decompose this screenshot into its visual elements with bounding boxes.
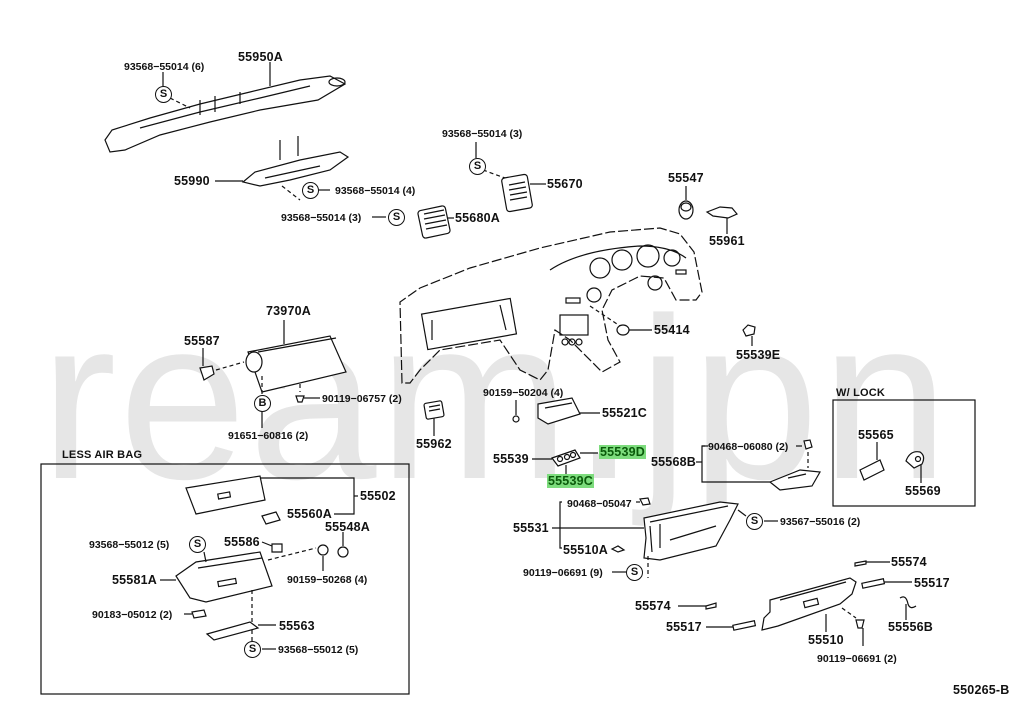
part-label-90119-06757[interactable]: 90119−06757 (2) (322, 393, 402, 405)
part-label-55502[interactable]: 55502 (360, 489, 396, 503)
part-label-55568B[interactable]: 55568B (651, 455, 696, 469)
part-55574-pin-left[interactable] (705, 602, 717, 610)
screw-symbol-icon: S (189, 536, 206, 553)
less-air-bag-box (40, 463, 410, 695)
part-label-55560A[interactable]: 55560A (287, 507, 332, 521)
part-55961-clip[interactable] (705, 206, 738, 219)
part-label-55517-left[interactable]: 55517 (666, 620, 702, 634)
part-label-90119-06691-9[interactable]: 90119−06691 (9) (523, 567, 603, 579)
part-label-55950A[interactable]: 55950A (238, 50, 283, 64)
part-label-93567-55016[interactable]: 93567−55016 (2) (780, 516, 861, 528)
part-55539E-clip[interactable] (742, 324, 756, 337)
screw-symbol-icon: S (302, 182, 319, 199)
part-label-93568-55014-3a[interactable]: 93568−55014 (3) (281, 212, 362, 224)
section-label-with-lock: W/ LOCK (836, 387, 886, 399)
part-label-55548A[interactable]: 55548A (325, 520, 370, 534)
part-label-90159-50268[interactable]: 90159−50268 (4) (287, 574, 368, 586)
part-label-55962[interactable]: 55962 (416, 437, 452, 451)
part-55510-glove-door[interactable] (761, 577, 857, 631)
part-55569-lock-cam[interactable] (905, 451, 925, 469)
section-label-less-air-bag: LESS AIR BAG (62, 449, 143, 461)
part-label-55574-left[interactable]: 55574 (635, 599, 671, 613)
part-55568B-bracket[interactable] (768, 469, 821, 491)
part-90119-06691-screw-b[interactable] (855, 619, 865, 629)
screw-symbol-icon: S (746, 513, 763, 530)
part-55962-switch[interactable] (423, 400, 445, 420)
part-label-55531[interactable]: 55531 (513, 521, 549, 535)
part-90119-06757-bolt[interactable] (295, 395, 305, 403)
part-label-90183-05012[interactable]: 90183−05012 (2) (92, 609, 173, 621)
part-55531-glove-box[interactable] (643, 501, 739, 561)
part-55670-vent[interactable] (501, 173, 533, 213)
part-label-55961[interactable]: 55961 (709, 234, 745, 248)
part-90183-05012-nut[interactable] (191, 609, 207, 619)
part-label-90159-50204[interactable]: 90159−50204 (4) (483, 387, 564, 399)
part-55547-knob[interactable] (678, 200, 694, 220)
part-55539-switch-assembly[interactable] (551, 449, 581, 467)
part-label-55547[interactable]: 55547 (668, 171, 704, 185)
part-90159-50268-screw[interactable] (317, 544, 329, 556)
part-55521C-housing[interactable] (537, 397, 581, 425)
diagram-code: 550265-B (953, 683, 1010, 697)
part-label-55586[interactable]: 55586 (224, 535, 260, 549)
part-label-55569[interactable]: 55569 (905, 484, 941, 498)
part-label-55510[interactable]: 55510 (808, 633, 844, 647)
part-label-93568-55014-4[interactable]: 93568−55014 (4) (335, 185, 416, 197)
part-label-55556B[interactable]: 55556B (888, 620, 933, 634)
part-label-55563[interactable]: 55563 (279, 619, 315, 633)
part-55990-bracket[interactable] (241, 136, 350, 187)
part-label-55539C-highlighted[interactable]: 55539C (547, 474, 594, 488)
part-55581A-housing[interactable] (175, 551, 273, 603)
part-label-91651-60816[interactable]: 91651−60816 (2) (228, 430, 309, 442)
part-55950A-duct[interactable] (104, 75, 347, 153)
part-label-55587[interactable]: 55587 (184, 334, 220, 348)
screw-symbol-icon: S (469, 158, 486, 175)
part-90468-06080-clip[interactable] (803, 439, 813, 450)
part-label-55517-right[interactable]: 55517 (914, 576, 950, 590)
part-55517-hinge-left[interactable] (732, 620, 757, 631)
part-55586-clip[interactable] (271, 543, 283, 553)
screw-symbol-icon: S (244, 641, 261, 658)
part-55502-door[interactable] (185, 475, 266, 515)
part-55414-plug[interactable] (616, 324, 630, 336)
part-label-93568-55012-5a[interactable]: 93568−55012 (5) (89, 539, 170, 551)
part-label-90119-06691-2[interactable]: 90119−06691 (2) (817, 653, 897, 665)
screw-symbol-icon: S (155, 86, 172, 103)
part-label-55581A[interactable]: 55581A (112, 573, 157, 587)
part-55680A-vent[interactable] (417, 205, 451, 239)
part-73970A-airbag[interactable] (245, 335, 347, 393)
part-label-55565[interactable]: 55565 (858, 428, 894, 442)
part-label-55539[interactable]: 55539 (493, 452, 529, 466)
with-lock-box (832, 399, 976, 507)
part-55556B-spring[interactable] (899, 596, 917, 609)
part-label-93568-55014-3b[interactable]: 93568−55014 (3) (442, 128, 523, 140)
part-label-93568-55014-6[interactable]: 93568−55014 (6) (124, 61, 205, 73)
part-label-55990[interactable]: 55990 (174, 174, 210, 188)
part-55563-bracket[interactable] (205, 621, 260, 641)
part-label-55510A[interactable]: 55510A (563, 543, 608, 557)
part-label-55414[interactable]: 55414 (654, 323, 690, 337)
part-label-73970A[interactable]: 73970A (266, 304, 311, 318)
part-label-55574-right[interactable]: 55574 (891, 555, 927, 569)
bolt-symbol-icon: B (254, 395, 271, 412)
part-label-55670[interactable]: 55670 (547, 177, 583, 191)
part-55565-lock-cylinder[interactable] (859, 459, 885, 481)
screw-symbol-icon: S (388, 209, 405, 226)
part-55560A-latch[interactable] (261, 511, 281, 525)
part-label-93568-55012-5b[interactable]: 93568−55012 (5) (278, 644, 359, 656)
part-90159-50204-screw[interactable] (512, 415, 520, 423)
part-label-90468-06080[interactable]: 90468−06080 (2) (708, 441, 789, 453)
part-55574-pin-right[interactable] (854, 560, 867, 567)
screw-symbol-icon: S (626, 564, 643, 581)
part-55587-pin[interactable] (199, 365, 215, 381)
part-label-55539E[interactable]: 55539E (736, 348, 781, 362)
part-instrument-panel[interactable] (399, 227, 703, 384)
part-55548A-bumper[interactable] (337, 546, 349, 558)
part-label-55539D-highlighted[interactable]: 55539D (599, 445, 646, 459)
part-label-90468-05047[interactable]: 90468−05047 (567, 498, 632, 510)
part-55517-hinge-right[interactable] (861, 578, 886, 589)
part-label-55680A[interactable]: 55680A (455, 211, 500, 225)
part-label-55521C[interactable]: 55521C (602, 406, 647, 420)
